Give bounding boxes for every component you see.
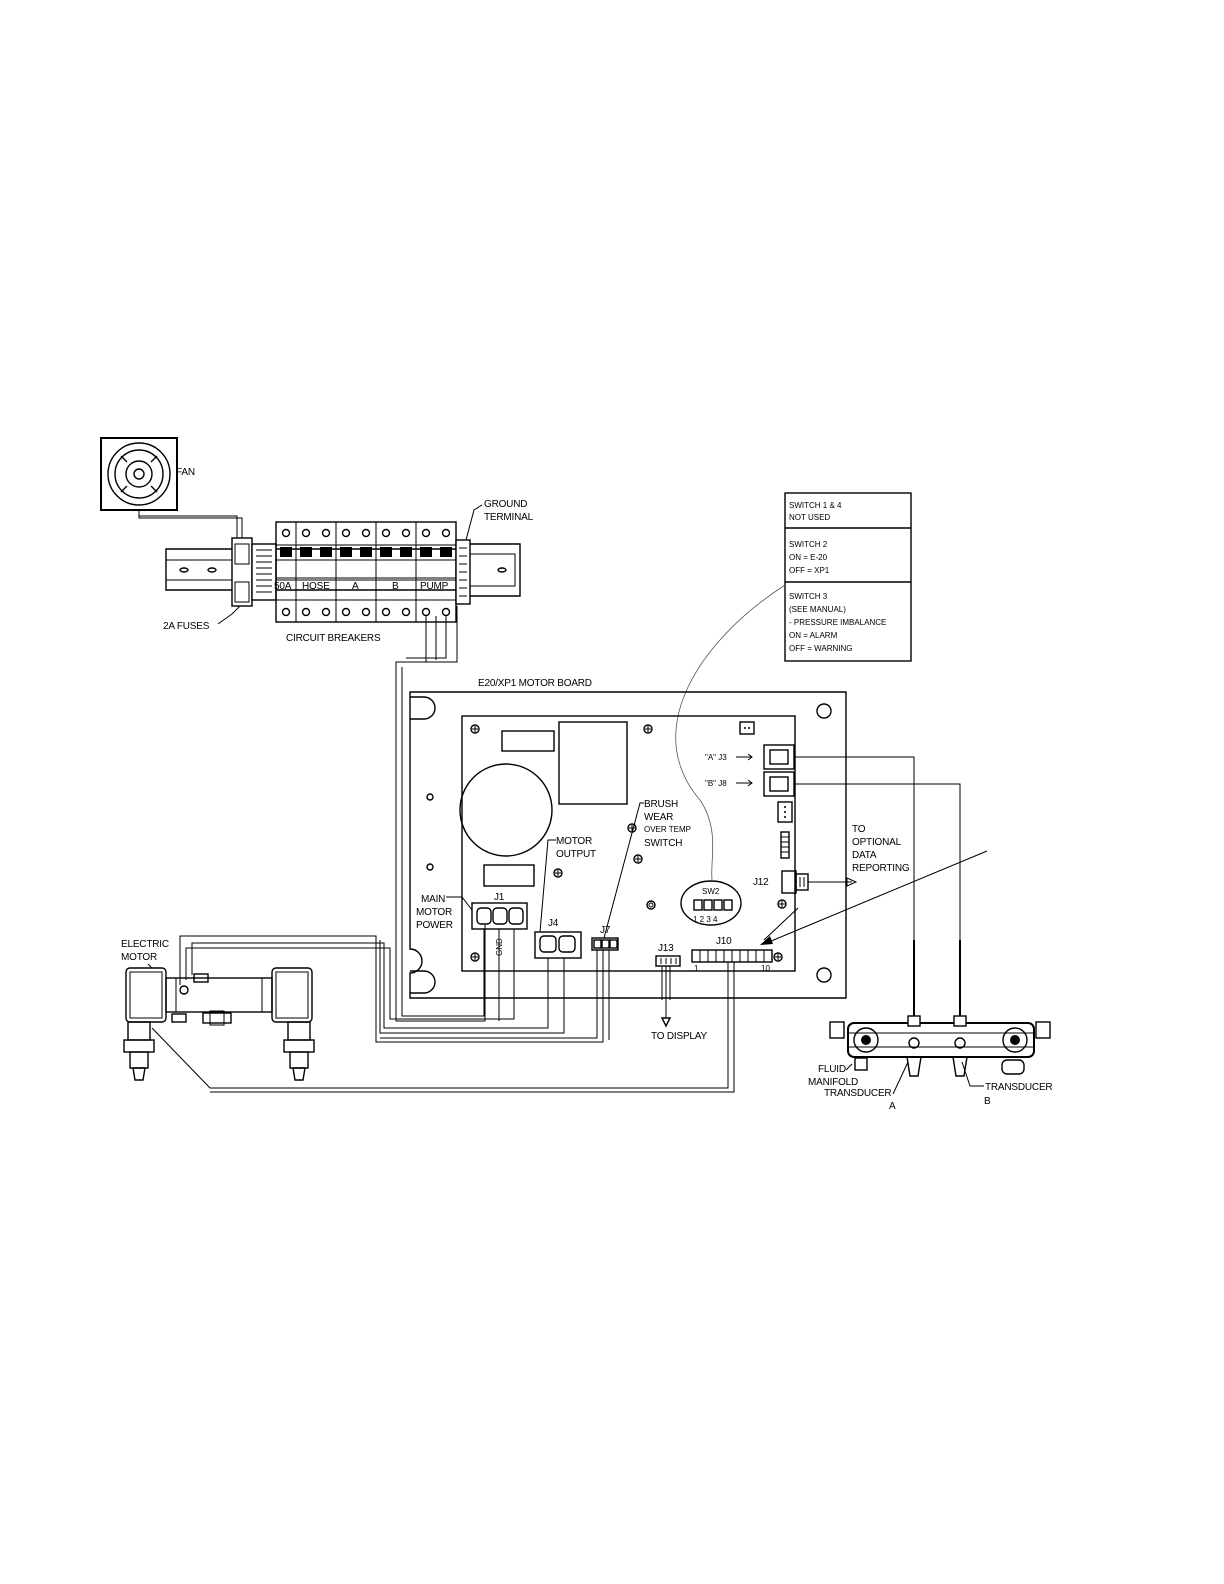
data-reporting-label-4: REPORTING: [852, 863, 910, 874]
ground-terminal: [455, 504, 483, 605]
fuses-label: 2A FUSES: [163, 621, 210, 632]
switch-3-manual: (SEE MANUAL): [789, 605, 846, 614]
brush-label-3: OVER TEMP: [644, 825, 691, 834]
breaker-label-hose: HOSE: [302, 581, 330, 592]
connector-j8: [763, 771, 795, 797]
transducer-b-label-1: TRANSDUCER: [985, 1082, 1052, 1093]
switch-3-pressure: - PRESSURE IMBALANCE: [789, 618, 886, 627]
electric-motor-label-2: MOTOR: [121, 952, 157, 963]
to-display-label: TO DISPLAY: [651, 1031, 708, 1042]
j12-label: J12: [753, 877, 769, 888]
j10-pin-10: 10: [761, 964, 770, 973]
j4-label: J4: [548, 918, 559, 929]
connector-j10: [691, 949, 773, 963]
fan-label: FAN: [176, 467, 195, 478]
connector-j7: [591, 937, 619, 951]
j10-label: J10: [716, 936, 732, 947]
connector-j4: [534, 931, 582, 959]
breaker-label-pump: PUMP: [420, 581, 449, 592]
transducer-a-label-2: A: [889, 1101, 896, 1112]
connector-j1: [471, 902, 528, 930]
fluid-manifold-label-2: MANIFOLD: [808, 1077, 858, 1088]
transducer-a-label-1: TRANSDUCER: [824, 1088, 891, 1099]
connector-j13: [655, 955, 681, 967]
j13-label: J13: [658, 943, 674, 954]
motor-output-label-2: OUTPUT: [556, 849, 596, 860]
fuse-block: [231, 537, 277, 607]
switch-1-4-title: SWITCH 1 & 4: [789, 501, 842, 510]
connector-j3: [763, 744, 795, 770]
breaker-label-a: A: [352, 581, 359, 592]
j1-label: J1: [494, 892, 505, 903]
circuit-breaker-block: [275, 521, 457, 623]
switch-settings-table: [784, 492, 912, 662]
motor-board-plate: [409, 691, 847, 999]
dip-switch-sw2: [680, 880, 742, 926]
breaker-label-b: B: [392, 581, 399, 592]
main-motor-label-2: MOTOR: [416, 907, 452, 918]
fluid-manifold-label-1: FLUID: [818, 1064, 846, 1075]
switch-2-title: SWITCH 2: [789, 540, 828, 549]
main-motor-label-1: MAIN: [421, 894, 445, 905]
electric-motor-icon: [123, 967, 315, 1081]
switch-2-off: OFF = XP1: [789, 566, 830, 575]
transducer-b-label-2: B: [984, 1096, 991, 1107]
switch-1-4-desc: NOT USED: [789, 513, 830, 522]
j8-label: "B" J8: [705, 779, 727, 788]
brush-label-2: WEAR: [644, 812, 673, 823]
electric-motor-label-1: ELECTRIC: [121, 939, 169, 950]
data-reporting-label-1: TO: [852, 824, 866, 835]
switch-3-title: SWITCH 3: [789, 592, 828, 601]
circuit-breakers-label: CIRCUIT BREAKERS: [286, 633, 381, 644]
brush-label-4: SWITCH: [644, 838, 682, 849]
brush-label-1: BRUSH: [644, 799, 678, 810]
sw2-label: SW2: [702, 887, 720, 896]
main-motor-label-3: POWER: [416, 920, 453, 931]
ground-terminal-label-1: GROUND: [484, 499, 527, 510]
sw2-numbers: 1 2 3 4: [693, 915, 718, 924]
j10-pin-1: 1: [694, 964, 699, 973]
switch-3-on: ON = ALARM: [789, 631, 838, 640]
breaker-label-50a: 50A: [274, 581, 292, 592]
data-reporting-label-2: OPTIONAL: [852, 837, 902, 848]
motor-output-label-1: MOTOR: [556, 836, 592, 847]
fan-icon: [100, 437, 178, 511]
switch-2-on: ON = E-20: [789, 553, 828, 562]
ground-terminal-label-2: TERMINAL: [484, 512, 534, 523]
motor-board-pcb: [459, 715, 796, 972]
data-reporting-label-3: DATA: [852, 850, 877, 861]
switch-3-off: OFF = WARNING: [789, 644, 852, 653]
fluid-manifold-icon: [829, 1015, 1051, 1077]
j3-label: "A" J3: [705, 753, 727, 762]
motor-board-label: E20/XP1 MOTOR BOARD: [478, 678, 592, 689]
